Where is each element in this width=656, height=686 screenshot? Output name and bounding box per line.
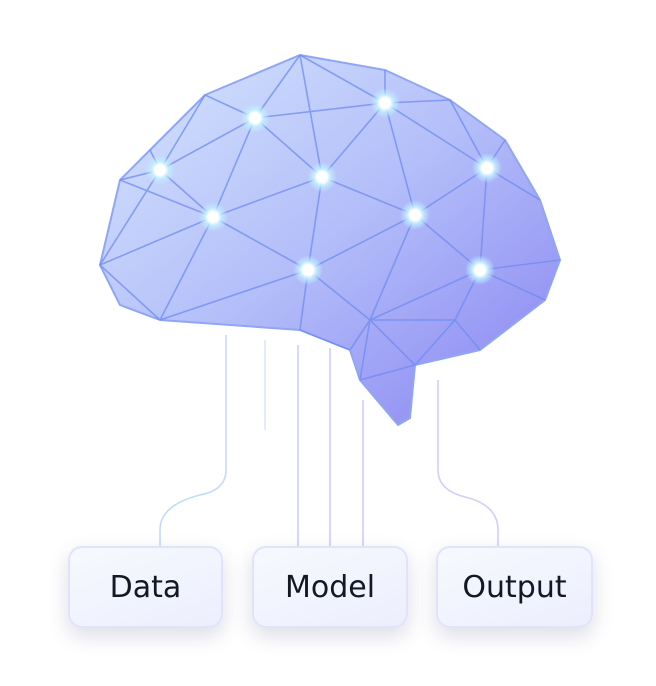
mesh-edge: [414, 319, 456, 366]
model-label: Model: [284, 569, 376, 605]
mesh-edge: [212, 216, 309, 271]
glowing-node: [198, 202, 228, 232]
glowing-node: [240, 103, 270, 133]
connector-output: [437, 380, 499, 546]
glowing-node: [370, 88, 400, 118]
mesh-edge: [99, 216, 214, 266]
mesh-edge: [384, 102, 488, 169]
mesh-edge: [212, 176, 323, 218]
glowing-node: [145, 155, 175, 185]
mesh-edge: [299, 54, 386, 104]
glowing-node: [465, 255, 495, 285]
mesh-edge: [254, 102, 386, 119]
mesh-edge: [359, 364, 416, 381]
mesh-edge: [369, 214, 416, 321]
data-box[interactable]: Data: [68, 546, 223, 628]
mesh-edge: [299, 329, 351, 351]
mesh-edge: [369, 269, 481, 321]
mesh-edge: [349, 319, 371, 351]
mesh-edge: [359, 319, 371, 381]
connector-data: [159, 335, 227, 546]
mesh-edge: [299, 54, 323, 178]
glowing-node: [400, 200, 430, 230]
mesh-edge: [99, 169, 161, 266]
brain-nodes: [145, 88, 502, 285]
mesh-edge: [369, 319, 416, 366]
mesh-edge: [384, 102, 416, 216]
mesh-edge: [159, 117, 256, 171]
mesh-edge: [159, 269, 309, 321]
glowing-node: [472, 153, 502, 183]
output-box[interactable]: Output: [436, 546, 593, 628]
data-label: Data: [109, 569, 182, 605]
glowing-node: [293, 255, 323, 285]
mesh-edge: [99, 264, 161, 321]
mesh-edge: [307, 176, 323, 271]
mesh-edge: [307, 214, 416, 271]
mesh-edge: [479, 167, 488, 271]
mesh-edge: [159, 216, 214, 321]
mesh-edge: [119, 179, 214, 218]
mesh-edge: [212, 117, 256, 218]
mesh-edge: [321, 176, 416, 216]
output-label: Output: [462, 569, 567, 605]
connector-lines: [159, 335, 499, 546]
mesh-edge: [321, 102, 386, 178]
model-box[interactable]: Model: [252, 546, 408, 628]
glowing-node: [307, 162, 337, 192]
mesh-edge: [454, 319, 481, 351]
